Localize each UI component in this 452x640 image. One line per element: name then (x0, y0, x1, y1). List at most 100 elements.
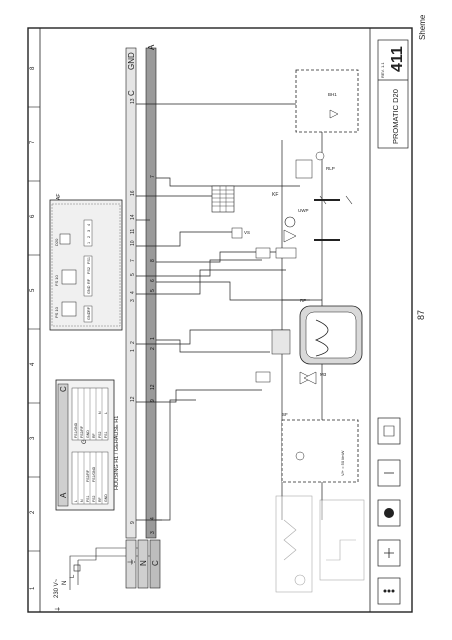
fuse-icon (73, 564, 81, 572)
controller-pin: FS2 (87, 267, 91, 274)
terminal-block-icon (255, 371, 271, 383)
left-bus-rail: ⏚ N C (125, 539, 161, 589)
housing-block-a: A (59, 492, 68, 498)
controller-top-pin: 4 (87, 224, 91, 226)
housing-row: L (74, 500, 78, 502)
top-terminal: 7 (130, 259, 136, 262)
auxiliary-heater-group (275, 495, 365, 593)
bottom-terminal: 12 (150, 384, 156, 390)
top-terminal: 14 (130, 214, 136, 220)
m3-label: M3 (320, 372, 327, 377)
controller-top-pin: 1 (87, 242, 91, 244)
circulation-pump-icon (315, 151, 325, 161)
top-terminal: 2 (130, 341, 136, 344)
terminal-block-icon (295, 159, 313, 179)
ps10-module-icon (61, 301, 77, 317)
housing-row: FS1/GND (92, 466, 96, 482)
sf-label: SF (282, 412, 288, 417)
vs-label: VS (244, 230, 250, 235)
housing-row: N (98, 411, 102, 414)
housing-h1: HOUSING H1 / GEHÄUSE H1 A C GND L N FS1 … (55, 379, 120, 511)
housing-row: L (104, 412, 108, 414)
page-number: 87 (416, 309, 426, 320)
earth-icon: ⏚ (55, 606, 62, 612)
housing-row: FS2 (92, 496, 96, 502)
housing-block-c: C (59, 386, 68, 392)
legend-icons (377, 417, 401, 605)
fs10-module-icon (61, 269, 77, 285)
sheet-frame (27, 27, 413, 613)
rail-label-gnd: GND (127, 52, 136, 70)
column-1: 1 (30, 586, 36, 590)
supply-voltage: 230 V~ (54, 578, 60, 598)
display-icon (59, 233, 71, 245)
bottom-terminal: 8 (150, 259, 156, 262)
top-terminal: 12 (130, 396, 136, 402)
revision: REV. 1.1 (380, 62, 385, 78)
housing-row: N (80, 499, 84, 502)
vs-sensor-icon (231, 227, 243, 239)
valve-icon (283, 229, 297, 243)
sensor-icon (295, 451, 305, 461)
terminal-block-icon (275, 247, 297, 259)
heating-circuit: SF V/+ = 50 l/mW (281, 412, 359, 483)
housing-row: GND (104, 494, 108, 502)
bh1-label: BH1 (328, 92, 337, 97)
bottom-bus-rail: A 3 4 9 12 2 1 5 6 8 7 (145, 44, 157, 539)
rlp-label: RLP (326, 166, 335, 171)
top-terminal: 3 (130, 299, 136, 302)
controller-d20: AF D20 FS 10 PS 10 GND RF FS2 FS1 1 2 3 … (49, 194, 123, 331)
column-6: 6 (30, 214, 36, 218)
bottom-terminal: 6 (150, 279, 156, 282)
top-terminal: 1 (130, 349, 136, 352)
controller-display-label: D20 (54, 238, 59, 246)
vb-label: V/+ = 50 l/mW (340, 450, 345, 476)
bottom-terminal: 9 (150, 399, 156, 402)
controller-af-label: AF (56, 194, 62, 200)
bottom-terminal: 4 (150, 517, 156, 520)
housing-row: FS1 (104, 432, 108, 438)
controller-fs-label: FS 10 (54, 275, 59, 286)
housing-row: FS2/RF (86, 470, 90, 482)
housing-row: FS1 (86, 496, 90, 502)
housing-row: RF (92, 433, 96, 438)
housing-row: FS2/RF (80, 426, 84, 438)
top-terminal: 13 (130, 98, 136, 104)
controller-pin: GND (87, 311, 91, 320)
rail-label-n: N (139, 560, 148, 566)
rail-label-top-c: C (127, 90, 136, 96)
solar-collector: KF (211, 185, 278, 213)
column-index: 1 2 3 4 5 6 7 8 (28, 66, 40, 590)
bottom-terminal: 2 (150, 347, 156, 350)
controller-top-pin: 2 (87, 236, 91, 238)
housing-row: RF (98, 497, 102, 502)
pump-icon (284, 216, 296, 228)
uwp-label: UWP (298, 208, 309, 213)
controller-top-pin: 3 (87, 230, 91, 232)
top-terminal: 4 (130, 291, 136, 294)
top-terminal: 5 (130, 273, 136, 276)
column-4: 4 (30, 362, 36, 366)
storage-tank: RF (271, 298, 363, 365)
kf-label: KF (272, 192, 278, 198)
column-2: 2 (30, 510, 36, 514)
housing-row: FS2 (98, 432, 102, 438)
mixing-valve-m3: M3 (255, 371, 327, 385)
bottom-terminal: 1 (150, 337, 156, 340)
housing-row: FS1/GND (74, 422, 78, 438)
housing-title: HOUSING H1 / GEHÄUSE H1 (113, 416, 120, 490)
supply-l: L (70, 574, 76, 578)
title-block: 411 REV. 1.1 PROMATIC D20 (377, 39, 409, 149)
terminal-block-icon (255, 247, 271, 259)
bottom-terminal: 5 (150, 289, 156, 292)
rail-label-earth: ⏚ (127, 558, 136, 566)
scheme-number: 411 (389, 46, 406, 72)
column-7: 7 (30, 140, 36, 144)
controller-pin: RF (87, 306, 91, 312)
heat-exchanger-icon (271, 329, 291, 355)
boiler-icon (377, 417, 401, 445)
top-bus-rail: GND C 9 12 1 2 3 4 5 7 10 11 14 16 13 (125, 47, 137, 539)
column-5: 5 (30, 288, 36, 292)
bottom-terminal: 3 (150, 531, 156, 534)
right-components: RLP BH1 (295, 69, 359, 179)
